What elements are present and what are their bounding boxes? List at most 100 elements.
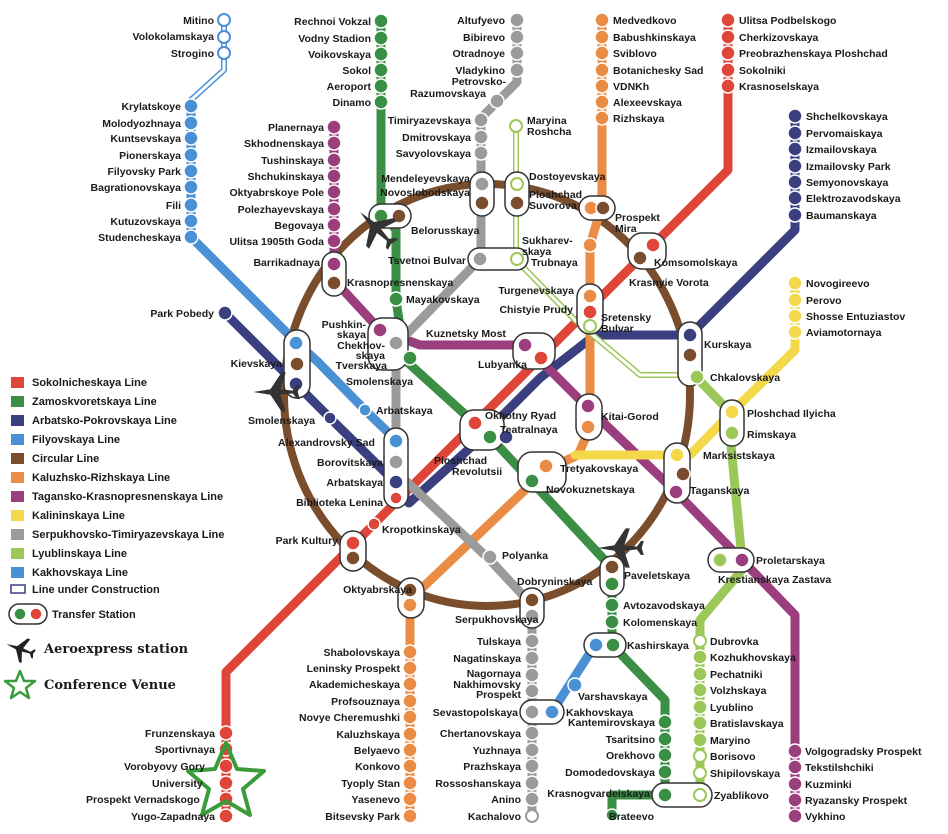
station-label: Aeroport — [327, 81, 372, 93]
legend-label: Aeroexpress station — [43, 642, 189, 657]
transfer-dostoyevskaya — [504, 171, 530, 217]
station-label: Prospekt — [476, 689, 521, 701]
station-label: Shabolovskaya — [324, 647, 401, 659]
station-label: Tsvetnoi Bulvar — [388, 255, 466, 267]
station-label: Volokolamskaya — [132, 31, 214, 43]
station-label: Tretyakovskaya — [560, 463, 638, 475]
station-label: Yasenevo — [352, 794, 400, 806]
station-label: Krasnoselskaya — [739, 81, 819, 93]
legend-swatch — [11, 548, 24, 559]
transfer-taganskaya — [663, 442, 691, 504]
station-label: VDNKh — [613, 81, 649, 93]
transfer-kurskaya — [677, 321, 705, 387]
airplane-icon — [360, 212, 398, 250]
transfer-proletarskaya — [707, 547, 755, 573]
station-label: Vladykino — [455, 65, 505, 77]
station-label: Planernaya — [268, 122, 324, 134]
station-label: Ploshchad — [529, 189, 582, 201]
station-label: Elektrozavodskaya — [806, 193, 901, 205]
legend — [3, 377, 48, 700]
station-label: Mira — [615, 223, 637, 235]
legend-labels: Sokolnicheskaya Line Zamoskvoretskaya Li… — [32, 377, 224, 693]
station-label: Sviblovo — [613, 48, 657, 60]
station-label: Strogino — [171, 48, 214, 60]
station-label: Tushinskaya — [261, 155, 324, 167]
legend-label: Zamoskvoretskaya Line — [32, 396, 157, 408]
station-label: Rizhskaya — [613, 113, 665, 125]
station-label: Orekhovo — [606, 750, 655, 762]
station-label: Novokuznetskaya — [546, 484, 635, 496]
station-label: Studencheskaya — [98, 232, 181, 244]
station-label: Kutuzovskaya — [110, 216, 181, 228]
station-label: Yuzhnaya — [473, 745, 522, 757]
legend-swatch — [11, 377, 24, 388]
station-label: Botanichesky Sad — [613, 65, 703, 77]
legend-swatch — [11, 491, 24, 502]
station-label: Novoslobodskaya — [380, 187, 470, 199]
station-label: Shipilovskaya — [710, 768, 780, 780]
station-label: Marksistskaya — [703, 450, 775, 462]
station-label: Filyovsky Park — [107, 166, 181, 178]
station-dots — [183, 12, 803, 824]
station-label: Dobryninskaya — [517, 576, 592, 588]
station-label: Mendeleyevskaya — [381, 173, 470, 185]
station-label: Bibirevo — [463, 32, 505, 44]
station-label: Prazhskaya — [463, 761, 521, 773]
station-label: Rossoshanskaya — [435, 778, 521, 790]
station-label: Sukharev- — [522, 235, 573, 247]
legend-label: Kakhovskaya Line — [32, 567, 128, 579]
station-label: Kashirskaya — [627, 640, 689, 652]
transfer-novoslobodskaya — [469, 171, 495, 217]
legend-swatch — [11, 510, 24, 521]
station-label: Borisovo — [710, 751, 756, 763]
station-label: Bulvar — [601, 323, 634, 335]
station-label: Sokol — [342, 65, 371, 77]
station-label: Semyonovskaya — [806, 177, 888, 189]
station-label: Tsaritsino — [606, 734, 655, 746]
star-icon — [3, 669, 37, 700]
station-label: Bitsevsky Park — [325, 811, 400, 823]
station-label: Perovo — [806, 295, 842, 307]
station-label: Revolutsii — [452, 466, 502, 478]
station-label: Mitino — [183, 15, 214, 27]
station-label: Frunzenskaya — [145, 728, 215, 740]
legend-label: Line under Construction — [32, 584, 160, 596]
station-label: Kitai-Gorod — [601, 411, 659, 423]
transfer-kashirskaya — [583, 632, 627, 658]
station-label: Baumanskaya — [806, 210, 877, 222]
station-label: Izmailovsky Park — [806, 161, 891, 173]
station-label: Mayakovskaya — [406, 294, 480, 306]
station-label: Bratislavskaya — [710, 718, 784, 730]
station-label: Krasnogvardeiskaya — [547, 788, 650, 800]
station-label: skaya — [337, 329, 366, 341]
station-label: Vodny Stadion — [298, 33, 371, 45]
station-label: Komsomolskaya — [654, 257, 738, 269]
station-label: Turgenevskaya — [498, 285, 574, 297]
legend-label: Arbatsko-Pokrovskaya Line — [32, 415, 177, 427]
station-label: skaya — [522, 246, 551, 258]
station-label: Oktyabrskoye Pole — [229, 187, 324, 199]
station-label: Savyolovskaya — [396, 148, 471, 160]
station-label: Novogireevo — [806, 278, 870, 290]
station-label: Kakhovskaya — [566, 707, 633, 719]
transfer-okhotny — [459, 409, 514, 451]
station-label: Begovaya — [274, 220, 324, 232]
legend-label: Conference Venue — [44, 678, 176, 693]
station-label: Preobrazhenskaya Ploshchad — [739, 48, 888, 60]
station-label: Sevastopolskaya — [433, 707, 518, 719]
transfer-turgenevskaya — [576, 283, 604, 335]
station-label: Pionerskaya — [119, 150, 181, 162]
station-label: Proletarskaya — [756, 555, 825, 567]
station-label: Sokolniki — [739, 65, 786, 77]
station-label: Chekhov- — [337, 340, 385, 352]
legend-label: Lyublinskaya Line — [32, 548, 127, 560]
station-label: Smolenskaya — [248, 415, 315, 427]
transfer-kievskaya — [283, 329, 311, 399]
transfer-park-kultury — [339, 530, 367, 572]
station-label: Ploshchad Ilyicha — [747, 408, 836, 420]
station-label: Dubrovka — [710, 636, 759, 648]
station-label: Barrikadnaya — [253, 257, 320, 269]
station-label: Avtozavodskaya — [623, 600, 705, 612]
station-label: Volgogradsky Prospekt — [805, 746, 922, 758]
